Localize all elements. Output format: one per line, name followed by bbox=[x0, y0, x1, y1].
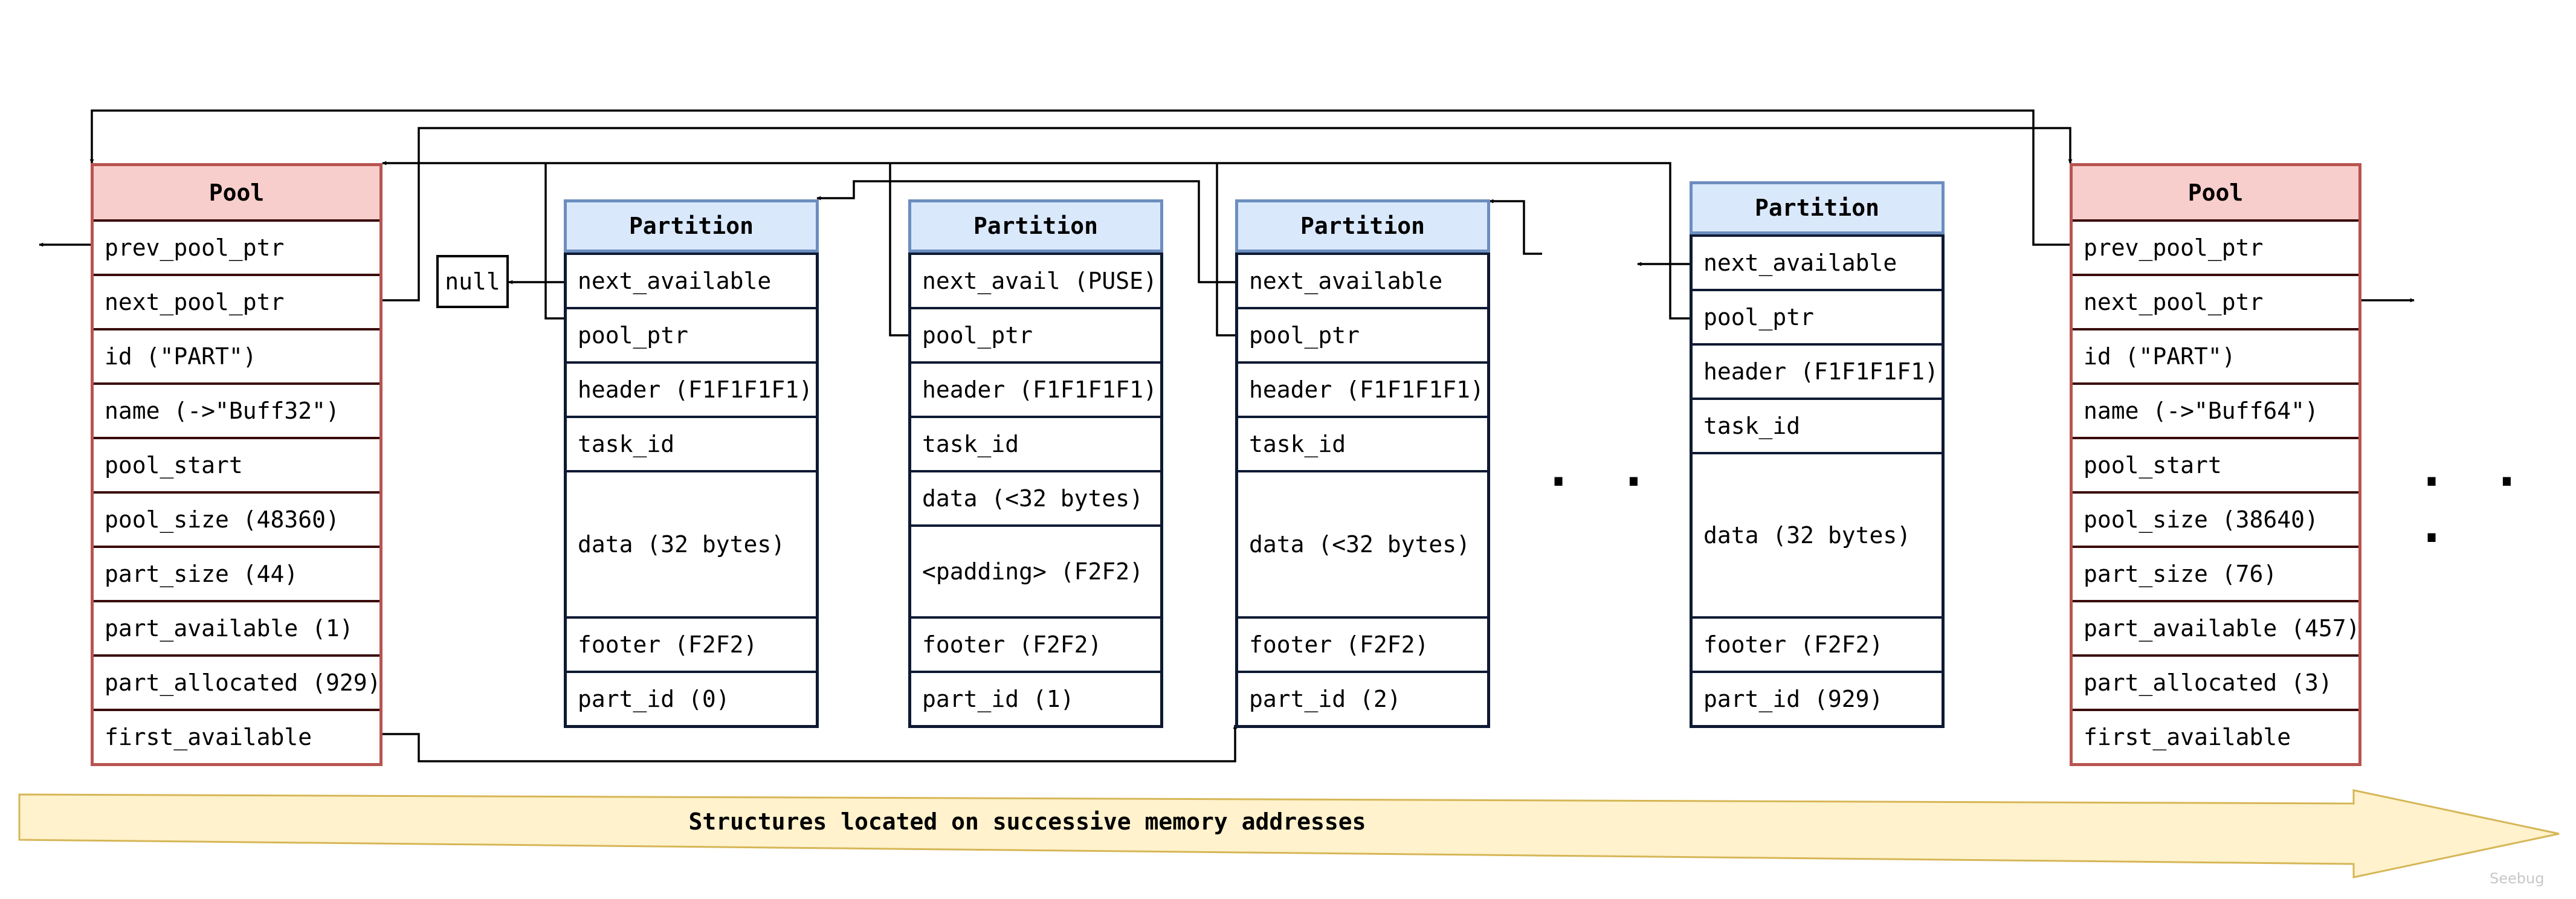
partition-field: pool_ptr bbox=[911, 307, 1160, 361]
pool-field: name (->"Buff32") bbox=[94, 382, 379, 437]
partition-field: next_available bbox=[1693, 234, 1942, 289]
partition-field: data (<32 bytes) bbox=[1238, 470, 1487, 616]
pool-field: first_available bbox=[2073, 709, 2358, 763]
partition-field: <padding> (F2F2) bbox=[911, 524, 1160, 616]
pool-field: first_available bbox=[94, 709, 379, 763]
memory-direction-label: Structures located on successive memory … bbox=[688, 808, 1366, 835]
partition-field: header (F1F1F1F1) bbox=[567, 361, 816, 416]
partition-field: part_id (2) bbox=[1238, 671, 1487, 725]
wire-pool1-next-to-pool2 bbox=[383, 127, 2073, 301]
pool-field: part_available (457) bbox=[2073, 600, 2360, 654]
pool-field: id ("PART") bbox=[2073, 328, 2358, 382]
pool-field: pool_size (48360) bbox=[94, 491, 379, 546]
ellipsis-right: . . . bbox=[2417, 441, 2530, 553]
partition-field: task_id bbox=[567, 416, 816, 470]
pool-field: prev_pool_ptr bbox=[2073, 219, 2358, 274]
partition-header: Partition bbox=[564, 199, 819, 253]
pool-buff32: Pool prev_pool_ptr next_pool_ptr id ("PA… bbox=[91, 163, 383, 766]
pool-field: pool_start bbox=[94, 437, 379, 491]
pool-field: next_pool_ptr bbox=[94, 274, 379, 328]
partition-field: pool_ptr bbox=[1693, 289, 1942, 343]
pool-field: part_allocated (3) bbox=[2073, 654, 2358, 709]
partition-929: Partition next_available pool_ptr header… bbox=[1690, 181, 1945, 728]
partition-field: footer (F2F2) bbox=[1238, 616, 1487, 671]
partition-field: part_id (0) bbox=[567, 671, 816, 725]
null-box: null bbox=[436, 255, 509, 308]
wire-pool2-prev-to-pool1 bbox=[89, 109, 2070, 246]
pool-field: pool_start bbox=[2073, 437, 2358, 491]
watermark: Seebug bbox=[2490, 870, 2545, 887]
partition-field: header (F1F1F1F1) bbox=[911, 361, 1160, 416]
pool-field: id ("PART") bbox=[94, 328, 379, 382]
partition-field: footer (F2F2) bbox=[1693, 616, 1942, 671]
pool-field: part_size (44) bbox=[94, 546, 379, 600]
wire-p0-pool-ptr bbox=[544, 163, 564, 320]
partition-field: task_id bbox=[1238, 416, 1487, 470]
partition-field: header (F1F1F1F1) bbox=[1693, 343, 1942, 398]
partition-field: next_available bbox=[567, 253, 816, 307]
pool-field: pool_size (38640) bbox=[2073, 491, 2358, 546]
partition-field: footer (F2F2) bbox=[911, 616, 1160, 671]
memory-direction-arrow bbox=[18, 789, 2560, 878]
pool-field: name (->"Buff64") bbox=[2073, 382, 2358, 437]
partition-field: data (<32 bytes) bbox=[911, 470, 1160, 524]
pool-field: part_allocated (929) bbox=[94, 654, 381, 709]
wire-into-p2 bbox=[1489, 199, 1542, 255]
partition-field: task_id bbox=[1693, 398, 1942, 452]
wire-p1-pool-ptr bbox=[889, 163, 908, 337]
partition-field: footer (F2F2) bbox=[567, 616, 816, 671]
pool-buff64: Pool prev_pool_ptr next_pool_ptr id ("PA… bbox=[2070, 163, 2361, 766]
partition-field: next_avail (PUSE) bbox=[911, 253, 1160, 307]
partition-field: header (F1F1F1F1) bbox=[1238, 361, 1487, 416]
wire-first-available bbox=[383, 724, 1238, 762]
pool-header: Pool bbox=[2073, 166, 2358, 219]
wire-pool-ptr-to-pool1 bbox=[382, 161, 1690, 320]
partition-field: pool_ptr bbox=[567, 307, 816, 361]
partition-field: pool_ptr bbox=[1238, 307, 1487, 361]
partition-field: data (32 bytes) bbox=[567, 470, 816, 616]
partition-field: data (32 bytes) bbox=[1693, 452, 1942, 616]
partition-2: Partition next_available pool_ptr header… bbox=[1235, 199, 1490, 728]
partition-0: Partition next_available pool_ptr header… bbox=[564, 199, 819, 728]
partition-header: Partition bbox=[1235, 199, 1490, 253]
pool-field: next_pool_ptr bbox=[2073, 274, 2358, 328]
pool-header: Pool bbox=[94, 166, 379, 219]
partition-field: part_id (929) bbox=[1693, 671, 1942, 725]
wire-p2-pool-ptr bbox=[1216, 163, 1235, 337]
partition-field: part_id (1) bbox=[911, 671, 1160, 725]
partition-header: Partition bbox=[1690, 181, 1945, 234]
pool-field: prev_pool_ptr bbox=[94, 219, 379, 274]
partition-header: Partition bbox=[908, 199, 1163, 253]
partition-field: task_id bbox=[911, 416, 1160, 470]
partition-1: Partition next_avail (PUSE) pool_ptr hea… bbox=[908, 199, 1163, 728]
pool-field: part_size (76) bbox=[2073, 546, 2358, 600]
wire-p2-next-to-p0 bbox=[816, 180, 1235, 283]
partition-field: next_available bbox=[1238, 253, 1487, 307]
pool-field: part_available (1) bbox=[94, 600, 379, 654]
